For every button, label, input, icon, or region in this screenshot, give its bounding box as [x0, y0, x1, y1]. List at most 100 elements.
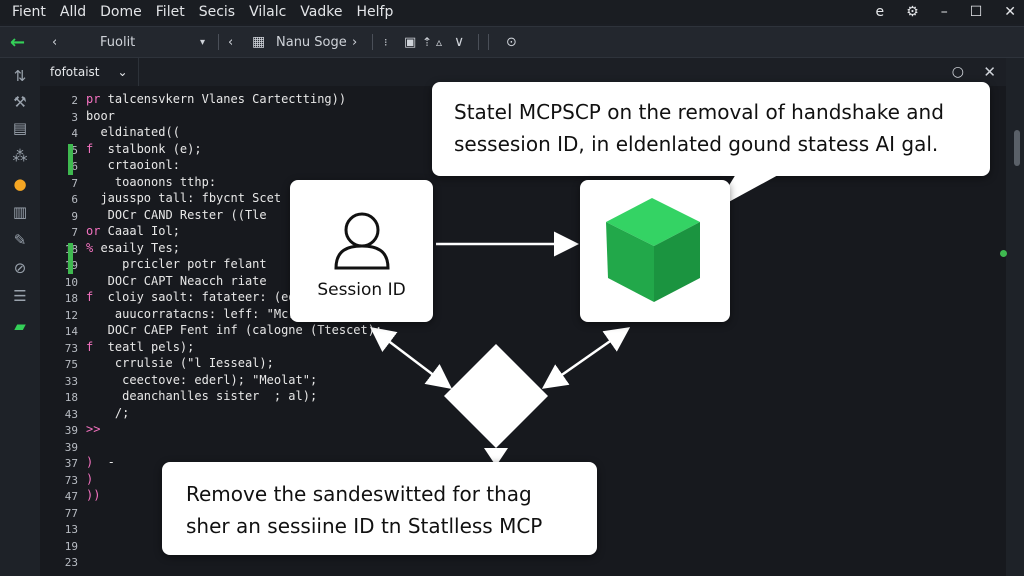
back-arrow-icon[interactable]: ←	[10, 31, 26, 53]
summary-box: Remove the sandeswitted for thag sher an…	[162, 462, 597, 555]
line-number: 2	[71, 94, 78, 107]
diamond-pointer	[484, 448, 508, 466]
menu-item-6[interactable]: Vadke	[300, 4, 343, 20]
chart-icon[interactable]: ▥	[12, 203, 28, 221]
line-number: 7	[71, 176, 78, 190]
tab-active-file[interactable]: fofotaist ⌄	[40, 58, 139, 86]
scrollbar-thumb[interactable]	[1014, 130, 1020, 166]
code-line: DOCr CAEP Fent inf (calogne (Ttescet);	[86, 323, 383, 337]
editor-tab-bar: fofotaist ⌄ ○ ✕	[40, 58, 1006, 86]
chevron-left-icon[interactable]: ‹	[228, 34, 234, 50]
code-line: prcicler potr felant	[86, 257, 267, 271]
code-line: >>	[86, 422, 101, 436]
maximize-button[interactable]: ☐	[969, 4, 983, 20]
terminal-icon[interactable]: ▰	[14, 317, 26, 335]
code-line: crrulsie ("l Iesseal);	[86, 356, 274, 370]
code-line: toaonons tthp:	[86, 174, 217, 189]
line-number: 7	[71, 226, 78, 239]
code-line: f teatl pels);	[86, 339, 195, 354]
menu-item-1[interactable]: Alld	[59, 4, 87, 20]
page-dropdown-label[interactable]: Nanu Soge	[276, 34, 347, 50]
code-line: DOCr CAPT Neacch riate	[86, 273, 267, 288]
scrollbar[interactable]	[1006, 58, 1024, 576]
decision-diamond	[444, 344, 548, 448]
toolbar-divider	[478, 34, 479, 50]
line-number: 10	[64, 275, 78, 289]
line-number: 77	[64, 506, 78, 520]
line-number: 73	[64, 341, 78, 355]
line-number: 37	[64, 457, 78, 470]
git-change-marker	[68, 143, 73, 175]
menu-item-0[interactable]: Fient	[12, 4, 46, 20]
callout-box: Statel MCPSCP on the removal of handshak…	[432, 82, 990, 176]
zoom-icon[interactable]: ⊙	[506, 34, 517, 50]
code-line: boor	[86, 108, 115, 123]
session-id-card: Session ID	[290, 180, 433, 322]
chevron-right-icon[interactable]: ›	[352, 34, 358, 50]
line-number: 75	[64, 358, 78, 371]
line-number: 73	[64, 473, 78, 487]
grid-icon[interactable]: ▦	[252, 34, 266, 50]
git-icon[interactable]: ⊘	[13, 259, 27, 277]
extensions-icon[interactable]: ●	[13, 175, 27, 193]
list-icon[interactable]: ☰	[13, 287, 27, 305]
session-id-label: Session ID	[317, 280, 406, 300]
debug-icon[interactable]: ⁂	[12, 147, 28, 165]
line-number: 6	[71, 160, 78, 173]
menu-item-2[interactable]: Dome	[100, 4, 142, 20]
code-line: ceectove: ederl); "Meolat";	[86, 372, 318, 387]
tools-icon[interactable]: ⚒	[13, 93, 27, 111]
line-number: 33	[64, 374, 78, 388]
gear-icon[interactable]: ⚙	[906, 4, 919, 20]
tab-label: fofotaist	[50, 65, 100, 79]
building-icon[interactable]: ▤	[12, 119, 28, 137]
chevron-down-icon[interactable]: ▾	[200, 36, 206, 48]
code-line: % esaily Tes;	[86, 240, 180, 255]
line-number: 18	[64, 391, 78, 404]
code-line: f stalbonk (e);	[86, 141, 202, 156]
paint-icon[interactable]: ✎	[13, 231, 27, 249]
check-icon[interactable]: ∨	[454, 34, 465, 50]
server-cube-card	[580, 180, 730, 322]
line-number: 12	[64, 308, 78, 322]
menu-item-3[interactable]: Filet	[155, 4, 185, 20]
activity-sidebar: ⇅ ⚒ ▤ ⁂ ● ▥ ✎ ⊘ ☰ ▰	[0, 58, 41, 576]
code-line: ))	[86, 488, 101, 502]
toolbar-divider	[372, 34, 373, 50]
git-change-marker	[68, 242, 73, 274]
menubar: Fient Alld Dome Filet Secis Vilalc Vadke…	[0, 0, 1024, 24]
line-number: 3	[71, 110, 78, 124]
toolbar-divider	[218, 34, 219, 50]
menu-item-7[interactable]: Helfp	[356, 4, 394, 20]
arrow-diamond-to-cube	[541, 327, 631, 389]
edge-icon[interactable]: e	[875, 4, 885, 20]
code-line: crtaoionl:	[86, 158, 180, 172]
circle-icon[interactable]: ○	[951, 64, 964, 80]
line-number: 39	[64, 424, 78, 437]
line-number: 5	[71, 143, 78, 157]
chevron-down-icon[interactable]: ⌄	[117, 65, 128, 79]
save-icon[interactable]: ▣	[404, 34, 417, 50]
cube-icon	[606, 198, 700, 302]
code-line: deanchanlles sister ; al);	[86, 389, 318, 403]
explorer-icon[interactable]: ⇅	[13, 67, 27, 85]
callout-text: Statel MCPSCP on the removal of handshak…	[454, 100, 944, 156]
code-line: jausspo tall: fbycnt Scet	[86, 191, 282, 205]
triangle-icon[interactable]: ▵	[436, 35, 443, 49]
minimize-button[interactable]: –	[940, 4, 948, 20]
line-number: 18	[64, 292, 78, 305]
close-button[interactable]: ✕	[1004, 4, 1016, 20]
line-number: 47	[64, 490, 78, 503]
chevron-left-icon[interactable]: ‹	[52, 34, 58, 50]
line-number: 13	[64, 523, 78, 536]
menu-item-4[interactable]: Secis	[198, 4, 236, 20]
format-icon[interactable]: ⁝	[384, 35, 388, 49]
line-number: 23	[64, 556, 78, 569]
line-number: 39	[64, 440, 78, 454]
close-icon[interactable]: ✕	[983, 63, 996, 81]
status-dot-icon	[1000, 250, 1007, 257]
file-dropdown-label[interactable]: Fuolit	[100, 34, 136, 50]
menu-item-5[interactable]: Vilalc	[249, 4, 287, 20]
upload-icon[interactable]: ⇡	[422, 35, 433, 49]
line-number-gutter: 2345676971819101812147375331843393937734…	[40, 86, 82, 576]
